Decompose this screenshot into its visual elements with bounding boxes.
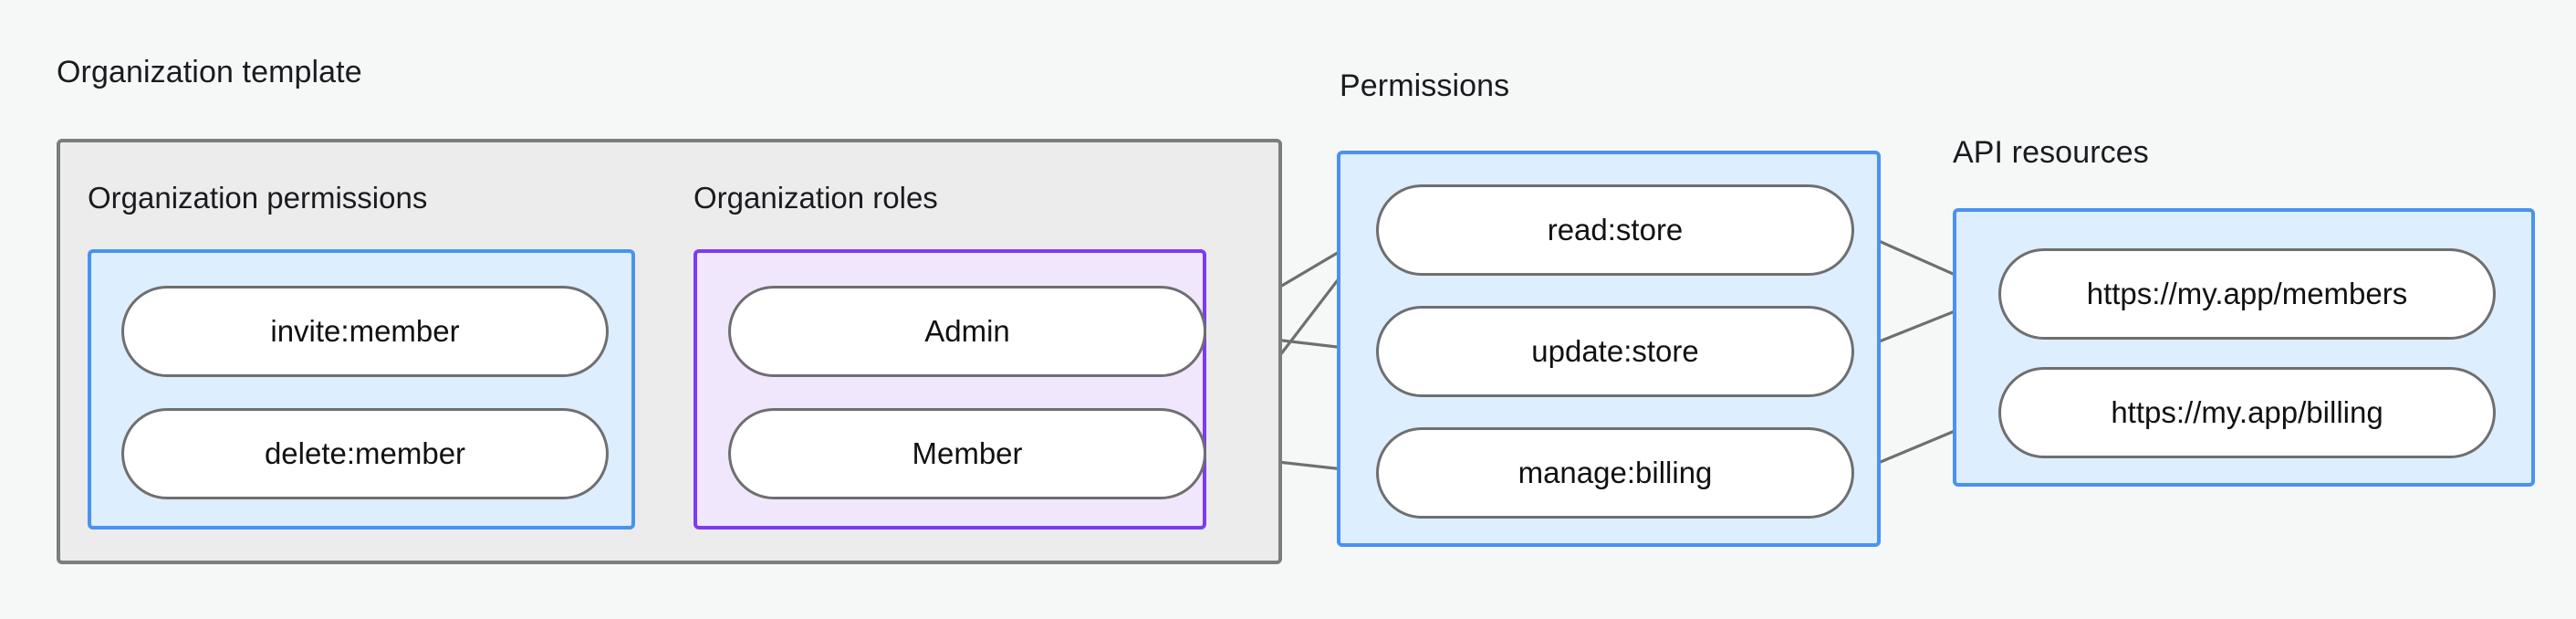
organization-template-label: Organization template: [57, 55, 362, 89]
permissions-label: Permissions: [1340, 68, 1510, 103]
organization-roles-label: Organization roles: [694, 181, 938, 215]
node-read-store[interactable]: read:store: [1376, 184, 1854, 276]
api-resources-label: API resources: [1953, 135, 2149, 170]
node-member[interactable]: Member: [728, 408, 1206, 499]
node-invite-member[interactable]: invite:member: [121, 286, 609, 377]
node-update-store[interactable]: update:store: [1376, 306, 1854, 397]
node-billing-url[interactable]: https://my.app/billing: [1998, 367, 2496, 458]
node-delete-member[interactable]: delete:member: [121, 408, 609, 499]
node-admin[interactable]: Admin: [728, 286, 1206, 377]
node-members-url[interactable]: https://my.app/members: [1998, 248, 2496, 340]
node-manage-billing[interactable]: manage:billing: [1376, 427, 1854, 519]
organization-permissions-label: Organization permissions: [88, 181, 428, 215]
